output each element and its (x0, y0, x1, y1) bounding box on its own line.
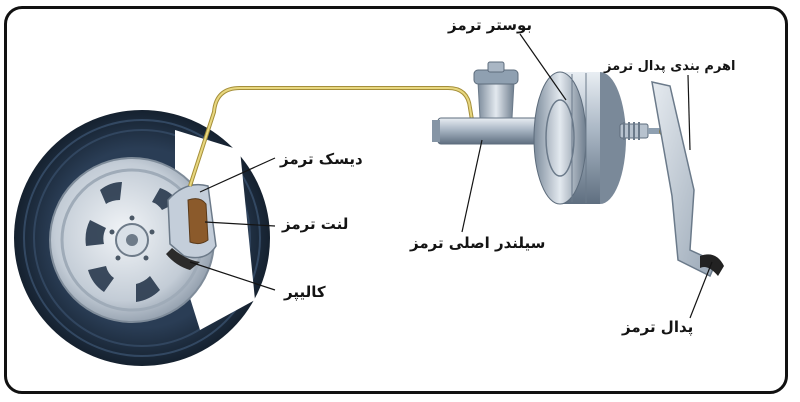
label-master-cylinder: سیلندر اصلی ترمز (410, 234, 546, 252)
master-cylinder (432, 61, 549, 145)
label-brake-pedal: پدال ترمز (622, 318, 694, 336)
brake-booster (533, 71, 626, 205)
caliper-assembly (166, 183, 217, 270)
brake-pad (187, 198, 209, 245)
brake-pedal-pad (700, 254, 724, 276)
label-brake-pad: لنت ترمز (282, 215, 349, 233)
fluid-reservoir (477, 81, 515, 119)
label-leader-lines (189, 33, 713, 319)
brake-pedal-lever (651, 81, 724, 278)
label-brake-pedal-lever: اهرم بندی پدال ترمز (604, 59, 736, 74)
label-brake-booster: بوستر ترمز (448, 16, 533, 34)
label-brake-disc: دیسک ترمز (280, 150, 363, 168)
wheel (14, 110, 270, 366)
label-caliper: کالیپر (284, 283, 326, 301)
